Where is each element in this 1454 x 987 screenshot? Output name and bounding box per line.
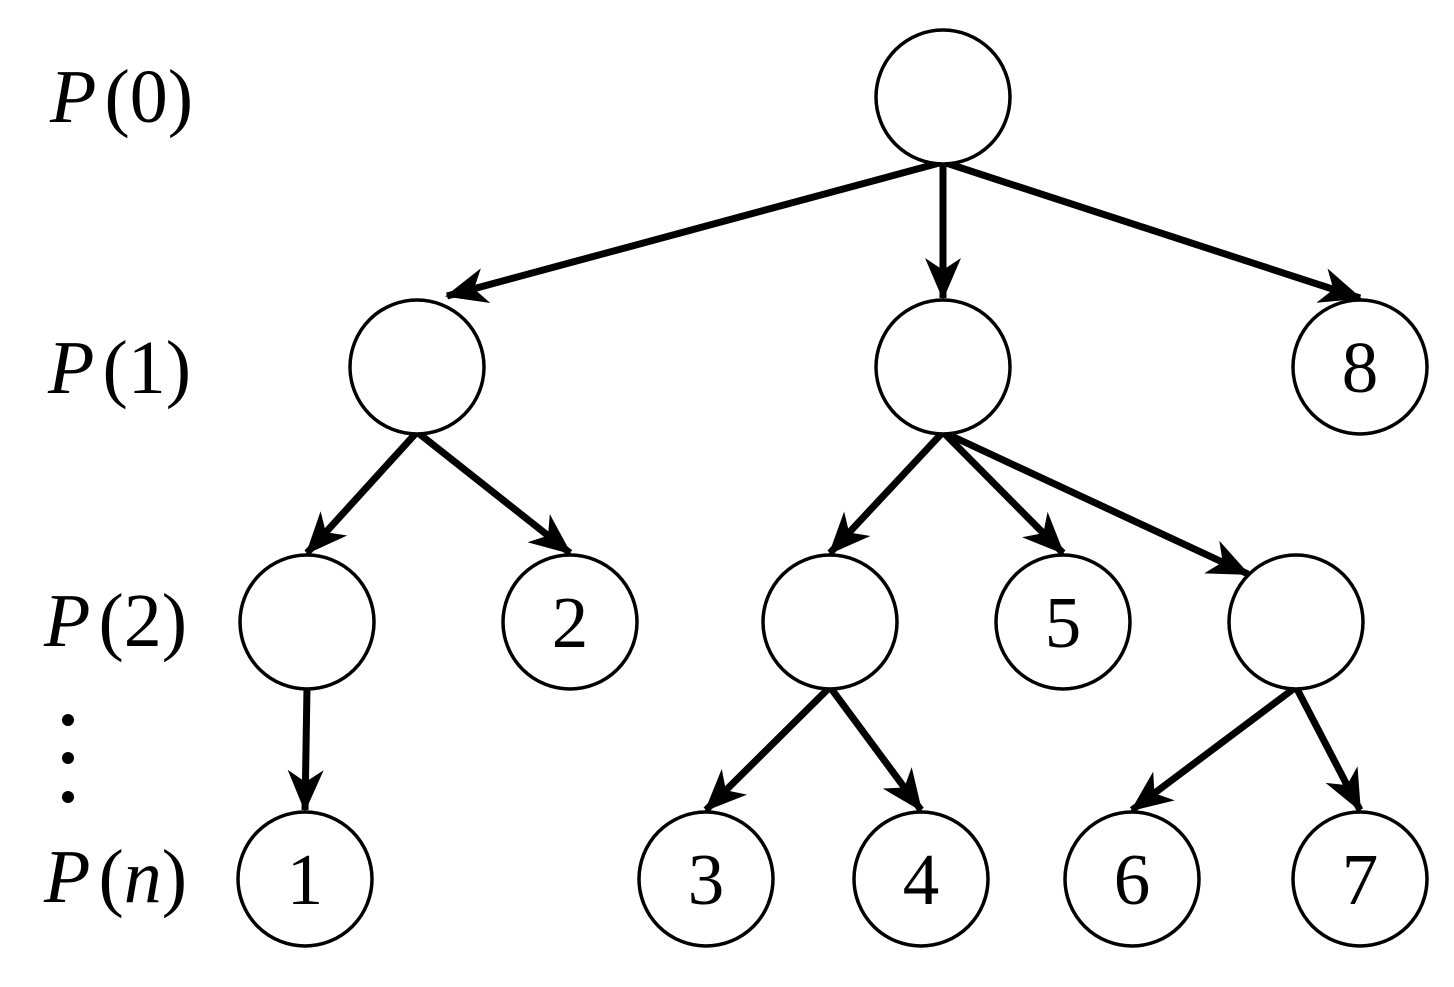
level-label-arg: 0 xyxy=(130,55,168,139)
edge-p0-root-p1-left xyxy=(445,158,944,303)
level-label-p2: P(2) xyxy=(43,579,187,663)
edge-p1-left-p2-left xyxy=(304,429,420,556)
ellipsis-dot-3 xyxy=(62,791,74,803)
edge-p2-right-pn-6 xyxy=(1129,684,1299,813)
ellipsis-dot-1 xyxy=(62,714,74,726)
node-pn-6 xyxy=(1063,810,1201,948)
node-pn-7 xyxy=(1291,810,1429,948)
level-label-func: P xyxy=(43,579,90,663)
node-p1-mid xyxy=(874,298,1012,436)
node-label-pn-3: 3 xyxy=(688,839,725,920)
level-label-close-paren: ) xyxy=(162,579,187,663)
edge-p1-left-p2-2 xyxy=(414,429,573,556)
node-label-pn-1: 1 xyxy=(287,839,324,920)
node-label-p2-5: 5 xyxy=(1045,582,1082,663)
level-label-open-paren: ( xyxy=(104,55,129,139)
edge-p2-left-pn-1 xyxy=(287,686,324,812)
level-label-p1: P(1) xyxy=(47,326,191,410)
level-label-arg: n xyxy=(124,835,162,919)
level-label-p0: P(0) xyxy=(49,55,193,139)
node-label-p2-2: 2 xyxy=(552,582,589,663)
node-p1-left xyxy=(348,298,486,436)
node-p2-left xyxy=(238,553,376,691)
edge-p1-mid-p2-5 xyxy=(940,429,1066,556)
level-label-arg: 2 xyxy=(124,579,162,663)
level-label-pn: P(n) xyxy=(43,835,187,919)
level-label-open-paren: ( xyxy=(98,835,123,919)
node-label-pn-7: 7 xyxy=(1342,839,1379,920)
level-label-open-paren: ( xyxy=(98,579,123,663)
node-pn-3 xyxy=(637,810,775,948)
node-p2-mid xyxy=(761,553,899,691)
edge-p1-mid-p2-right xyxy=(941,428,1250,578)
level-label-close-paren: ) xyxy=(166,326,191,410)
node-p2-5 xyxy=(994,553,1132,691)
node-label-p1-8: 8 xyxy=(1342,327,1379,408)
node-p2-2 xyxy=(501,553,639,691)
edge-p0-root-p1-8 xyxy=(941,158,1362,303)
level-label-func: P xyxy=(49,55,96,139)
ellipsis-dot-2 xyxy=(62,752,74,764)
edge-p2-right-pn-7 xyxy=(1292,685,1364,812)
node-p1-8 xyxy=(1291,298,1429,436)
level-label-arg: 1 xyxy=(128,326,166,410)
level-label-close-paren: ) xyxy=(168,55,193,139)
level-label-func: P xyxy=(43,835,90,919)
edge-p2-mid-pn-3 xyxy=(703,684,833,813)
edge-p2-mid-pn-4 xyxy=(827,684,924,813)
edge-p1-mid-p2-mid xyxy=(827,429,946,556)
level-label-func: P xyxy=(47,326,94,410)
node-p2-right xyxy=(1227,553,1365,691)
node-label-pn-6: 6 xyxy=(1114,839,1151,920)
node-label-pn-4: 4 xyxy=(903,839,940,920)
node-pn-1 xyxy=(236,810,374,948)
node-p0-root xyxy=(874,28,1012,166)
node-pn-4 xyxy=(852,810,990,948)
level-label-close-paren: ) xyxy=(162,835,187,919)
level-label-open-paren: ( xyxy=(102,326,127,410)
